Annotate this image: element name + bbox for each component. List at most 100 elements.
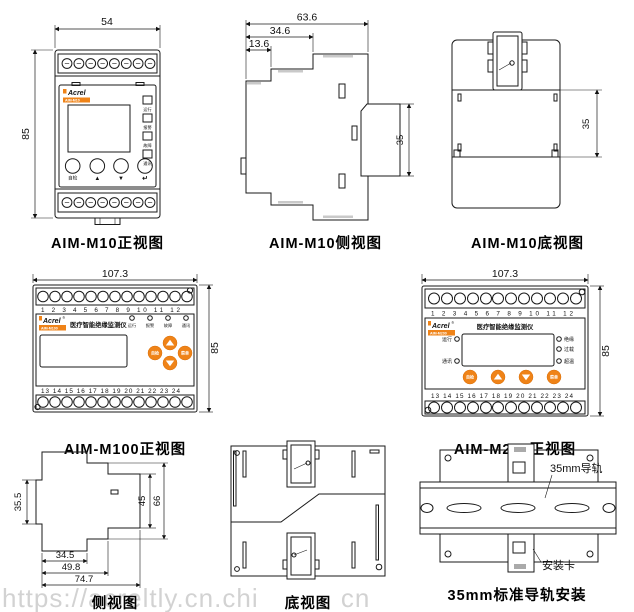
self-test-button[interactable] <box>147 345 163 361</box>
indicator-leds: 运行 报警 故障 通讯 <box>142 95 153 167</box>
up-arrow-icon <box>493 373 503 380</box>
svg-text:85: 85 <box>209 342 221 354</box>
dim-rail-height: 35 <box>395 103 414 177</box>
svg-text:34.5: 34.5 <box>56 550 75 561</box>
side-drawing: 35.5 45 66 34.5 49.8 <box>13 451 168 588</box>
svg-text:35: 35 <box>581 119 592 130</box>
terminal-numbers-bottom: 13 14 15 16 17 18 19 20 21 22 23 24 <box>431 393 573 400</box>
aim-m200-front-view: 107.3 85 1 2 3 4 5 6 7 8 9 10 11 12 13 1… <box>398 268 632 459</box>
up-arrow-icon <box>165 339 175 346</box>
product-title: 医疗智能绝缘监测仪 <box>477 322 534 331</box>
svg-text:49.8: 49.8 <box>62 562 81 573</box>
view-caption: AIM-M10正视图 <box>50 236 165 252</box>
svg-text:54: 54 <box>101 16 113 28</box>
dim-height: 85 <box>20 49 53 219</box>
svg-text:34.6: 34.6 <box>270 25 291 37</box>
button-row[interactable]: 自检 ▲ ▼ ↵ <box>64 158 153 183</box>
menu-button[interactable] <box>546 369 562 385</box>
terminal-numbers-top: 1 2 3 4 5 6 7 8 9 10 11 12 <box>41 307 180 314</box>
terminal-numbers-top: 1 2 3 4 5 6 7 8 9 10 11 12 <box>431 311 573 318</box>
button-cluster[interactable]: 自检 菜单 <box>147 335 193 371</box>
model-label: AIM-M200 <box>430 332 447 336</box>
view-caption: AIM-M10侧视图 <box>268 236 383 252</box>
bottom-drawing <box>230 440 386 580</box>
view-caption: 底视图 <box>284 596 332 612</box>
svg-text:运行: 运行 <box>128 322 136 329</box>
down-arrow-icon: ▼ <box>118 176 124 182</box>
rail-mount-view: 35mm导轨 安装卡 35mm标准导轨安装 <box>400 430 634 605</box>
rail-mount-drawing: 35mm导轨 安装卡 <box>419 443 617 573</box>
svg-text:通讯: 通讯 <box>143 160 152 167</box>
svg-text:35: 35 <box>395 135 406 146</box>
self-test-button[interactable] <box>64 158 81 174</box>
up-button[interactable] <box>89 158 106 174</box>
side-profile <box>240 53 369 221</box>
left-indicator-leds: 运行 通讯 <box>442 336 460 365</box>
right-indicator-leds: 绝缘 过载 超温 <box>556 336 574 365</box>
dim-width: 54 <box>54 16 161 48</box>
svg-text:菜单: 菜单 <box>180 350 189 356</box>
rail-label: 35mm导轨 <box>550 461 603 475</box>
dim-height: 85 <box>199 284 221 413</box>
rail-label-leader: 35mm导轨 <box>544 461 603 499</box>
svg-text:通讯: 通讯 <box>182 322 191 329</box>
svg-text:超温: 超温 <box>564 358 574 365</box>
dim-rail-height: 35 <box>560 89 602 158</box>
rail-slider-clip[interactable] <box>487 31 528 91</box>
svg-text:故障: 故障 <box>143 142 151 149</box>
front-panel: Acrel ® AIM-M200 医疗智能绝缘监测仪 <box>424 317 586 390</box>
view-caption: AIM-M100正视图 <box>63 442 187 458</box>
svg-text:报警: 报警 <box>143 124 152 131</box>
lcd-screen <box>67 104 131 153</box>
corner-hole <box>186 287 194 294</box>
aim-m10-front-drawing: 54 85 <box>20 16 161 225</box>
svg-text:13.6: 13.6 <box>249 38 270 50</box>
enter-button[interactable] <box>137 158 153 174</box>
svg-text:菜单: 菜单 <box>549 374 558 380</box>
view-caption: 35mm标准导轨安装 <box>447 588 587 604</box>
svg-text:自检: 自检 <box>466 374 474 380</box>
svg-text:107.3: 107.3 <box>102 268 128 280</box>
up-arrow-icon: ▲ <box>94 176 100 182</box>
bottom-slider-clip[interactable] <box>282 532 320 580</box>
model-label: AIM-M100 <box>41 327 58 331</box>
acrel-logo-mark <box>428 321 431 326</box>
svg-text:自检: 自检 <box>68 175 78 182</box>
corner-hole <box>424 406 432 414</box>
brand-name: Acrel <box>431 323 451 330</box>
button-row[interactable]: 自检 菜单 <box>462 369 562 385</box>
down-button[interactable] <box>113 158 129 174</box>
din-rail-section <box>360 103 401 177</box>
aim-m10-bottom-drawing: 35 <box>451 31 602 209</box>
svg-text:35.5: 35.5 <box>13 493 24 512</box>
side-view: 35.5 45 66 34.5 49.8 <box>10 440 220 612</box>
front-panel: Acrel ® AIM-M100 医疗智能绝缘监测仪 <box>35 313 195 387</box>
svg-text:85: 85 <box>20 128 32 140</box>
lcd-screen <box>461 333 555 367</box>
svg-text:107.3: 107.3 <box>492 268 518 280</box>
front-panel: Acrel AIM-M10 <box>58 82 157 188</box>
device-outline <box>421 285 589 417</box>
terminal-screws <box>37 290 193 408</box>
mounting-clip[interactable] <box>507 443 535 573</box>
menu-button[interactable] <box>177 345 193 361</box>
aim-m200-front-drawing: 107.3 85 1 2 3 4 5 6 7 8 9 10 11 12 13 1… <box>421 268 612 417</box>
self-test-button[interactable] <box>462 369 478 385</box>
registered-mark: ® <box>452 321 455 325</box>
svg-text:85: 85 <box>600 345 612 357</box>
top-slider-clip[interactable] <box>282 440 320 488</box>
svg-text:过载: 过载 <box>564 346 574 353</box>
aim-m100-front-drawing: 107.3 85 1 2 3 4 5 6 7 8 9 10 11 12 13 1… <box>32 268 221 413</box>
svg-text:自检: 自检 <box>151 350 159 356</box>
svg-text:故障: 故障 <box>164 322 172 329</box>
dim-mid: 34.6 <box>245 25 314 52</box>
dim-inner: 45 <box>137 473 156 529</box>
svg-text:74.7: 74.7 <box>75 574 94 585</box>
indicator-leds: 运行 报警 故障 通讯 <box>128 315 191 329</box>
aim-m10-side-drawing: 63.6 34.6 13.6 35 <box>240 12 414 221</box>
registered-mark: ® <box>63 316 66 320</box>
acrel-logo-mark <box>63 89 67 94</box>
dim-outer: 66 <box>87 462 168 540</box>
aim-m10-side-view: 63.6 34.6 13.6 35 AIM-M10侧视图 <box>228 8 423 253</box>
